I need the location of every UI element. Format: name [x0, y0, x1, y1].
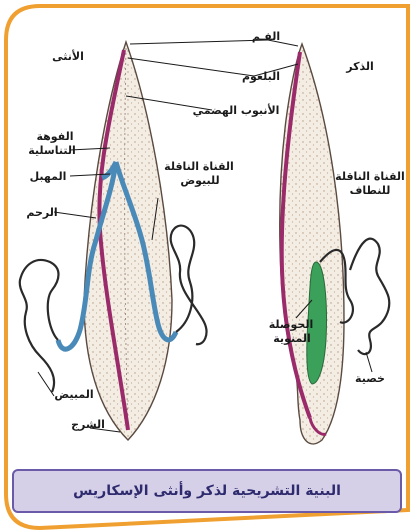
female-worm	[20, 42, 207, 440]
label-oviduct-2: للبيوض	[170, 174, 230, 187]
label-anus: الشرج	[58, 418, 118, 431]
label-testis: خصية	[340, 372, 400, 385]
label-vas-deferens-1: القناة الناقلة	[330, 170, 410, 183]
label-oviduct-1: القناة الناقلة	[154, 160, 244, 173]
frame-border	[6, 6, 408, 528]
label-seminal-vesicle-1: الحوصلة	[256, 318, 326, 331]
label-vagina: المهبل	[18, 170, 78, 183]
label-vas-deferens-2: للنطاف	[340, 184, 400, 197]
female-ovary-right	[171, 226, 207, 345]
male-testis	[350, 239, 389, 354]
label-genital-opening-2: التناسلية	[12, 144, 92, 157]
label-seminal-vesicle-2: المنوية	[262, 332, 322, 345]
female-ovary-left	[20, 260, 59, 392]
label-mouth: الفـم	[236, 30, 296, 43]
label-ovary: المبيض	[44, 388, 104, 401]
label-digestive-tube: الأنبوب الهضمي	[186, 104, 286, 117]
label-genital-opening-1: الفوهة	[20, 130, 90, 143]
label-female: الأنثى	[38, 50, 98, 63]
label-male: الذكر	[330, 60, 390, 73]
caption-bar: البنية التشريحية لذكر وأنثى الإسكاريس	[12, 469, 402, 513]
caption-text: البنية التشريحية لذكر وأنثى الإسكاريس	[73, 483, 341, 499]
label-pharynx: البلعوم	[226, 70, 296, 83]
label-uterus: الرحم	[12, 206, 72, 219]
